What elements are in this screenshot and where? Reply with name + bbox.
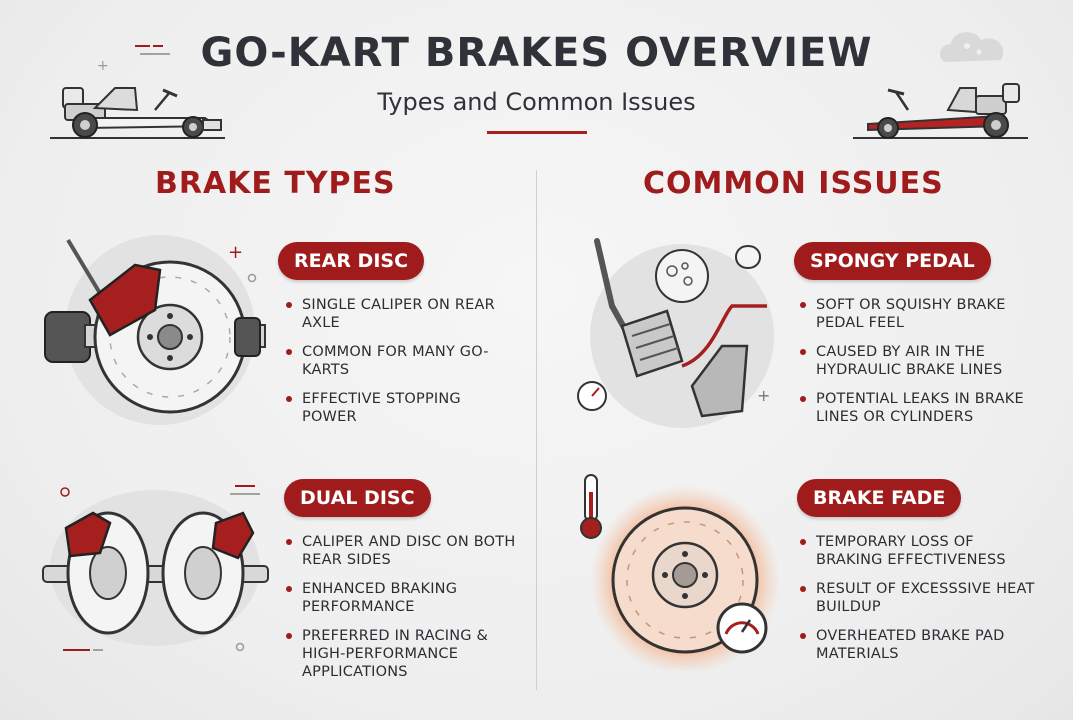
list-item: POTENTIAL LEAKS IN BRAKE LINES OR CYLIND… bbox=[800, 390, 1045, 426]
rear-disc-brake-icon bbox=[44, 235, 266, 425]
svg-text:+: + bbox=[97, 58, 109, 74]
column-divider bbox=[536, 170, 537, 690]
gauge-icon bbox=[716, 602, 768, 654]
list-item: TEMPORARY LOSS OF BRAKING EFFECTIVENESS bbox=[800, 533, 1045, 569]
header-speed-lines-left: + bbox=[97, 45, 170, 74]
brake-types-heading: BRAKE TYPES bbox=[155, 166, 396, 201]
title-underline bbox=[487, 131, 587, 134]
dual-disc-label: DUAL DISC bbox=[284, 479, 431, 517]
rear-disc-label: REAR DISC bbox=[278, 242, 425, 280]
go-kart-gray-icon bbox=[50, 87, 225, 139]
dual-disc-bullets: CALIPER AND DISC ON BOTH REAR SIDES ENHA… bbox=[286, 533, 516, 692]
brake-pedal-icon: + bbox=[577, 238, 774, 428]
list-item: EFFECTIVE STOPPING POWER bbox=[286, 390, 516, 426]
svg-text:+: + bbox=[757, 386, 770, 405]
header-cloud-decoration bbox=[939, 32, 1004, 62]
list-item: COMMON FOR MANY GO-KARTS bbox=[286, 343, 516, 379]
page-title: GO-KART BRAKES OVERVIEW bbox=[200, 30, 873, 76]
list-item: RESULT OF EXCESSSIVE HEAT BUILDUP bbox=[800, 580, 1045, 616]
spongy-pedal-bullets: SOFT OR SQUISHY BRAKE PEDAL FEEL CAUSED … bbox=[800, 296, 1045, 437]
svg-text:+: + bbox=[228, 242, 243, 263]
go-kart-red-icon bbox=[853, 83, 1028, 139]
list-item: SOFT OR SQUISHY BRAKE PEDAL FEEL bbox=[800, 296, 1045, 332]
common-issues-heading: COMMON ISSUES bbox=[643, 166, 944, 201]
list-item: OVERHEATED BRAKE PAD MATERIALS bbox=[800, 627, 1045, 663]
list-item: ENHANCED BRAKING PERFORMANCE bbox=[286, 580, 516, 616]
sparkle-decoration: + bbox=[228, 242, 257, 283]
speed-lines-decoration bbox=[60, 485, 260, 652]
list-item: PREFERRED IN RACING & HIGH-PERFORMANCE A… bbox=[286, 627, 516, 681]
list-item: CALIPER AND DISC ON BOTH REAR SIDES bbox=[286, 533, 516, 569]
page-subtitle: Types and Common Issues bbox=[377, 88, 696, 116]
thermometer-icon bbox=[580, 474, 602, 539]
list-item: SINGLE CALIPER ON REAR AXLE bbox=[286, 296, 516, 332]
list-item: CAUSED BY AIR IN THE HYDRAULIC BRAKE LIN… bbox=[800, 343, 1045, 379]
brake-fade-bullets: TEMPORARY LOSS OF BRAKING EFFECTIVENESS … bbox=[800, 533, 1045, 674]
rear-disc-bullets: SINGLE CALIPER ON REAR AXLE COMMON FOR M… bbox=[286, 296, 516, 437]
spongy-pedal-label: SPONGY PEDAL bbox=[794, 242, 991, 280]
brake-fade-label: BRAKE FADE bbox=[797, 479, 962, 517]
dual-disc-brake-icon bbox=[42, 490, 269, 646]
